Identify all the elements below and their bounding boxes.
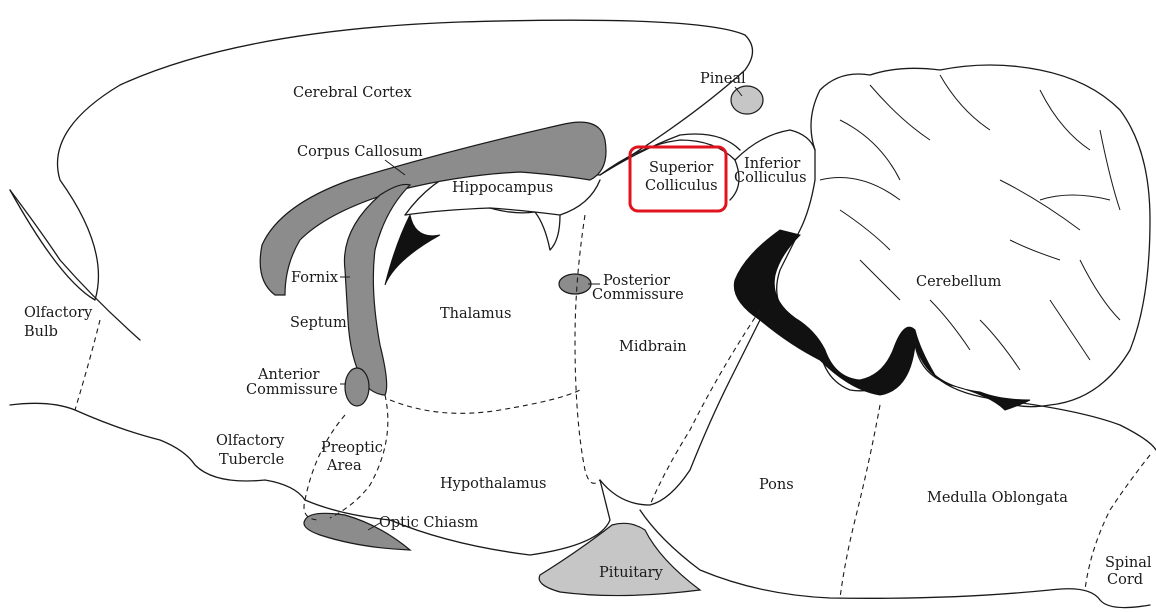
- label-olfactory-bulb-2: Bulb: [24, 324, 58, 340]
- midbrain-boundary: [575, 215, 600, 483]
- label-superior-colliculus-1: Superior: [649, 160, 713, 176]
- label-inferior-colliculus-2: Colliculus: [734, 170, 807, 186]
- label-olfactory-bulb-1: Olfactory: [24, 305, 93, 321]
- label-fornix: Fornix: [291, 270, 338, 286]
- label-preoptic-area-2: Area: [326, 458, 362, 474]
- brainstem-bottom: [640, 510, 1150, 608]
- label-superior-colliculus-2: Colliculus: [645, 178, 718, 194]
- label-cerebellum: Cerebellum: [916, 274, 1002, 290]
- cerebellum-folia: [820, 75, 1120, 370]
- brainstem-outline: [1000, 400, 1156, 450]
- label-midbrain: Midbrain: [619, 339, 687, 355]
- pineal-shape: [731, 86, 763, 114]
- label-pons: Pons: [759, 477, 794, 493]
- anterior-commissure-shape: [345, 368, 369, 406]
- label-posterior-commissure-2: Commissure: [592, 287, 684, 303]
- label-pituitary: Pituitary: [599, 565, 664, 581]
- cerebellum-outline: [777, 65, 1150, 407]
- lateral-ventricle: [385, 215, 440, 285]
- medulla-boundary: [840, 405, 880, 598]
- olfactory-bulb-boundary: [75, 320, 100, 410]
- label-anterior-commissure-2: Commissure: [246, 382, 338, 398]
- label-septum: Septum: [290, 315, 347, 331]
- label-spinal-cord-2: Cord: [1107, 572, 1143, 588]
- thalamus-boundary: [390, 390, 580, 413]
- label-cerebral-cortex: Cerebral Cortex: [293, 85, 412, 101]
- label-hippocampus: Hippocampus: [452, 180, 553, 196]
- label-olfactory-tubercle-2: Tubercle: [219, 452, 284, 468]
- label-hypothalamus: Hypothalamus: [440, 476, 546, 492]
- pituitary-shape: [539, 523, 700, 595]
- fornix-shape: [344, 184, 410, 395]
- fourth-ventricle: [734, 230, 1030, 410]
- label-olfactory-tubercle-1: Olfactory: [216, 433, 285, 449]
- brain-outline: [10, 20, 753, 300]
- label-thalamus: Thalamus: [440, 306, 511, 322]
- label-preoptic-area-1: Preoptic: [321, 440, 383, 456]
- label-medulla-oblongata: Medulla Oblongata: [927, 490, 1068, 506]
- preoptic-boundary-2: [330, 395, 388, 518]
- label-corpus-callosum: Corpus Callosum: [297, 144, 423, 160]
- label-anterior-commissure-1: Anterior: [257, 367, 320, 383]
- label-pineal: Pineal: [700, 71, 746, 87]
- posterior-commissure-shape: [559, 274, 591, 294]
- label-spinal-cord-1: Spinal: [1105, 555, 1152, 571]
- label-optic-chiasm: Optic Chiasm: [379, 515, 479, 531]
